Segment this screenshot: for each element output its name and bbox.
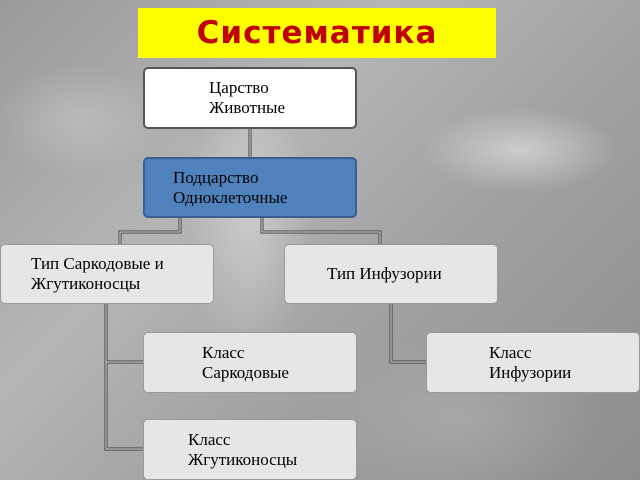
node-class-flagellates: Класс Жгутиконосцы [143,419,357,480]
node-class-flagellates-label: Класс Жгутиконосцы [188,430,297,470]
node-phylum-ciliates: Тип Инфузории [284,244,498,304]
node-phylum-sarcodina-label: Тип Саркодовые и Жгутиконосцы [31,254,164,294]
node-class-sarcodina: Класс Саркодовые [143,332,357,393]
node-kingdom: Царство Животные [143,67,357,129]
connector-phylum1-class1 [106,304,143,362]
node-subkingdom: Подцарство Одноклеточные [143,157,357,218]
node-phylum-sarcodina-flagellates: Тип Саркодовые и Жгутиконосцы [0,244,214,304]
node-kingdom-label: Царство Животные [209,78,285,118]
node-class-ciliates: Класс Инфузории [426,332,640,393]
connector-phylum1-class3 [106,362,143,449]
node-class-ciliates-label: Класс Инфузории [489,343,571,383]
connector-phylum2-class2 [391,304,426,362]
node-subkingdom-label: Подцарство Одноклеточные [173,168,287,208]
node-phylum-ciliates-label: Тип Инфузории [327,264,442,284]
connector-subkingdom-phylum1 [120,218,180,244]
node-class-sarcodina-label: Класс Саркодовые [202,343,289,383]
connector-subkingdom-phylum2 [262,218,380,244]
